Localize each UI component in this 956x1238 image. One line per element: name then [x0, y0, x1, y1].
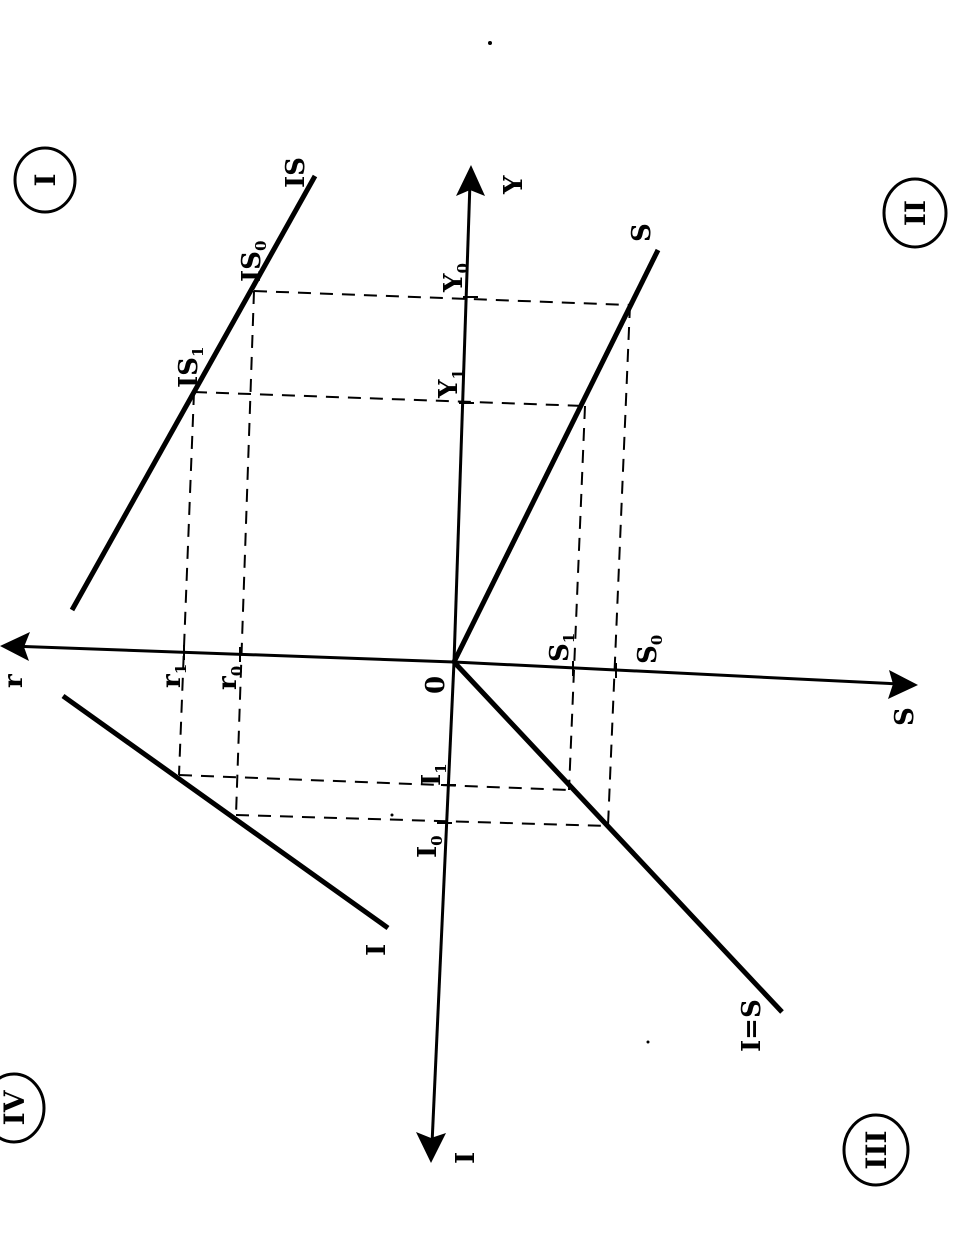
y-axis — [452, 181, 472, 663]
y-axis-label: Y — [499, 175, 529, 195]
r0-label: r0 — [213, 666, 246, 690]
origin-label: 0 — [421, 676, 451, 694]
r1-label: r1 — [157, 664, 190, 688]
y-axis-arrowhead — [456, 165, 485, 196]
i-axis — [430, 661, 456, 1145]
r-axis — [9, 644, 455, 664]
speck — [390, 813, 394, 817]
s-axis-label: S — [890, 707, 920, 726]
investment-curve-label: I — [362, 944, 392, 956]
investment-curve — [61, 693, 390, 931]
s0-label: S0 — [633, 635, 666, 664]
s-axis — [453, 660, 901, 686]
saving-curve — [451, 248, 661, 664]
quadrant-4-marker: IV — [0, 1072, 46, 1144]
y0-label: Y0 — [439, 263, 472, 293]
quadrant-1-label: I — [29, 173, 62, 186]
r-axis-label: r — [0, 674, 29, 688]
dash-is1-to-y1 — [193, 391, 586, 407]
identity-line — [452, 660, 784, 1014]
i1-label: I1 — [417, 763, 450, 786]
is-curve-label: IS — [281, 157, 311, 188]
dash-i0-horizontal — [235, 814, 609, 827]
quadrant-2-marker: II — [882, 177, 948, 249]
i-axis-label: I — [451, 1152, 481, 1164]
dash-is0-to-y0 — [253, 290, 631, 306]
i-axis-arrowhead — [416, 1132, 446, 1163]
dash-is0-to-r0 — [235, 290, 255, 816]
dash-is1-to-r1 — [178, 391, 195, 776]
quadrant-4-label: IV — [0, 1089, 31, 1125]
quadrant-2-label: II — [899, 200, 932, 226]
quadrant-1-marker: I — [13, 146, 77, 214]
quadrant-3-label: III — [860, 1130, 893, 1169]
identity-line-label: I=S — [737, 999, 767, 1052]
is0-label: IS0 — [237, 241, 270, 282]
quadrant-3-marker: III — [842, 1113, 910, 1187]
i0-label: I0 — [413, 835, 446, 858]
dash-s0-vertical — [607, 304, 631, 827]
s1-label: S1 — [545, 633, 578, 662]
r-axis-arrowhead — [0, 632, 30, 661]
speck — [646, 1040, 650, 1044]
dash-s1-vertical — [568, 405, 586, 791]
speck — [488, 41, 492, 45]
is1-label: IS1 — [174, 347, 207, 388]
saving-curve-label: S — [627, 223, 657, 242]
y1-label: Y1 — [434, 369, 467, 399]
s-axis-arrowhead — [888, 670, 918, 699]
